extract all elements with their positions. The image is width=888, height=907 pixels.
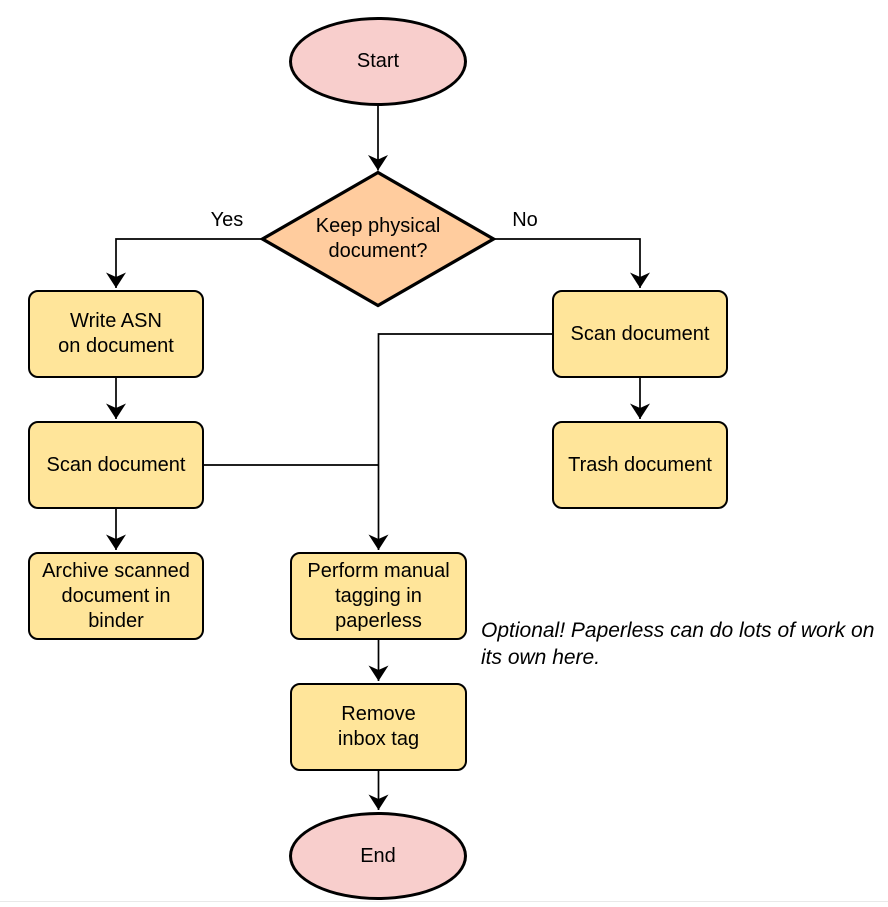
end-label: End — [360, 844, 396, 867]
trash-document-label: Trash document — [568, 453, 712, 476]
manual-tagging-node: Perform manual tagging in paperless — [290, 552, 467, 640]
no-label-text: No — [512, 208, 538, 231]
write-asn-node: Write ASN on document — [28, 290, 204, 378]
scan-document-left-label: Scan document — [46, 453, 186, 476]
archive-label: Archive scanned document in binder — [42, 559, 190, 632]
edge-scan-right-to-tagging — [368, 333, 552, 550]
start-node: Start — [289, 17, 467, 106]
decision-node-label: Keep physical document? — [262, 172, 494, 306]
remove-inbox-tag-label: Remove inbox tag — [337, 703, 420, 750]
yes-edge-label: Yes — [195, 207, 259, 233]
manual-tagging-label: Perform manual tagging in paperless — [307, 559, 450, 632]
trash-document-node: Trash document — [552, 421, 728, 509]
scan-document-right-node: Scan document — [552, 290, 728, 378]
no-edge-label: No — [494, 207, 556, 233]
decision-diamond — [259, 170, 497, 308]
archive-node: Archive scanned document in binder — [28, 552, 204, 640]
yes-label-text: Yes — [210, 208, 244, 231]
page-boundary-line — [0, 901, 888, 902]
scan-document-left-node: Scan document — [28, 421, 204, 509]
write-asn-label: Write ASN on document — [58, 310, 174, 357]
remove-inbox-tag-node: Remove inbox tag — [290, 683, 467, 771]
edge-decision-no-to-scan-right — [493, 238, 650, 288]
annotation-text: Optional! Paperless can do lots of work … — [481, 618, 875, 670]
edge-decision-yes-to-write-asn — [106, 238, 263, 288]
start-label: Start — [356, 50, 400, 72]
decision-label-text: Keep physical document? — [315, 215, 441, 262]
annotation-note: Optional! Paperless can do lots of work … — [481, 589, 881, 670]
end-node: End — [289, 812, 467, 900]
scan-document-right-label: Scan document — [570, 322, 710, 345]
